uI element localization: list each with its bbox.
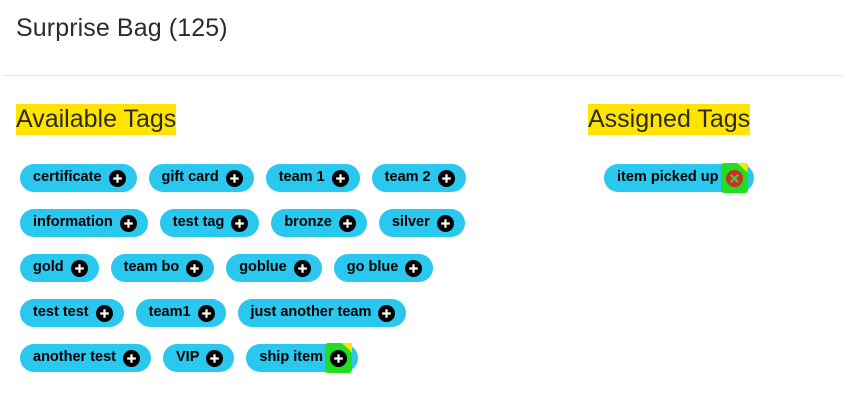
tag-label: another test xyxy=(33,349,116,366)
assigned-tags-heading: Assigned Tags xyxy=(588,104,751,135)
tag-pill-just-another-team[interactable]: just another team xyxy=(237,299,407,327)
tag-pill-bronze[interactable]: bronze xyxy=(271,209,367,237)
tag-pill-team-bo[interactable]: team bo xyxy=(110,254,215,282)
tag-pill-vip[interactable]: VIP xyxy=(163,344,235,372)
tag-label: bronze xyxy=(284,214,332,231)
add-icon[interactable] xyxy=(119,214,137,232)
tag-row: certificate gift card team 1 team 2 xyxy=(20,164,560,192)
tag-label: silver xyxy=(391,214,430,231)
tag-label: go blue xyxy=(346,259,399,276)
add-icon[interactable] xyxy=(325,342,353,373)
tag-label: gift card xyxy=(161,169,219,186)
available-tags-heading-text: Available Tags xyxy=(16,104,177,135)
tag-pill-information[interactable]: information xyxy=(20,209,148,237)
remove-icon[interactable] xyxy=(720,162,748,193)
available-tags-heading: Available Tags xyxy=(16,104,177,135)
add-icon[interactable] xyxy=(405,259,423,277)
tag-label: team1 xyxy=(148,304,191,321)
tag-row: another test VIP ship item xyxy=(20,342,560,373)
tag-pill-team1[interactable]: team1 xyxy=(135,299,226,327)
add-icon[interactable] xyxy=(378,304,396,322)
page-title: Surprise Bag (125) xyxy=(16,14,228,42)
add-icon[interactable] xyxy=(123,349,140,367)
add-icon[interactable] xyxy=(437,169,455,187)
tag-label: information xyxy=(33,214,113,231)
title-divider xyxy=(4,75,843,76)
add-icon[interactable] xyxy=(331,169,349,187)
add-icon[interactable] xyxy=(338,214,356,232)
add-icon[interactable] xyxy=(206,349,224,367)
add-icon[interactable] xyxy=(70,259,88,277)
tag-pill-gift-card[interactable]: gift card xyxy=(148,164,254,192)
tag-pill-test-test[interactable]: test test xyxy=(20,299,124,327)
tag-pill-team-1[interactable]: team 1 xyxy=(265,164,360,192)
add-icon[interactable] xyxy=(293,259,311,277)
tag-pill-ship-item[interactable]: ship item xyxy=(246,342,359,373)
tag-label: team 1 xyxy=(278,169,325,186)
tag-row: information test tag bronze silver xyxy=(20,209,560,237)
tag-pill-silver[interactable]: silver xyxy=(378,209,465,237)
tag-label: VIP xyxy=(176,349,200,366)
tag-pill-goblue[interactable]: goblue xyxy=(226,254,322,282)
tag-pill-go-blue[interactable]: go blue xyxy=(333,254,434,282)
tag-pill-gold[interactable]: gold xyxy=(20,254,99,282)
tag-label: just another team xyxy=(250,304,372,321)
tag-row: item picked up xyxy=(604,162,824,193)
tag-pill-test-tag[interactable]: test tag xyxy=(159,209,260,237)
add-icon[interactable] xyxy=(108,169,126,187)
tag-label: certificate xyxy=(33,169,102,186)
tag-label: test test xyxy=(33,304,89,321)
add-icon[interactable] xyxy=(231,214,249,232)
tag-label: team bo xyxy=(123,259,180,276)
add-icon[interactable] xyxy=(225,169,243,187)
tag-pill-team-2[interactable]: team 2 xyxy=(371,164,466,192)
add-icon[interactable] xyxy=(436,214,454,232)
tag-label: goblue xyxy=(239,259,287,276)
tag-label: ship item xyxy=(259,349,324,366)
tag-pill-item-picked-up[interactable]: item picked up xyxy=(604,162,754,193)
tag-row: test test team1 just another team xyxy=(20,299,560,327)
add-icon[interactable] xyxy=(95,304,113,322)
tag-pill-another-test[interactable]: another test xyxy=(20,344,151,372)
tag-label: gold xyxy=(33,259,64,276)
add-icon[interactable] xyxy=(197,304,215,322)
tag-label: team 2 xyxy=(384,169,431,186)
tag-row: gold team bo goblue go blue xyxy=(20,254,560,282)
assigned-tags-heading-text: Assigned Tags xyxy=(588,104,751,135)
add-icon[interactable] xyxy=(186,259,204,277)
available-tags-list: certificate gift card team 1 team 2 informat… xyxy=(20,164,560,389)
assigned-tags-list: item picked up xyxy=(604,162,824,209)
tag-label: item picked up xyxy=(617,169,719,186)
tag-pill-certificate[interactable]: certificate xyxy=(20,164,137,192)
tag-label: test tag xyxy=(172,214,225,231)
